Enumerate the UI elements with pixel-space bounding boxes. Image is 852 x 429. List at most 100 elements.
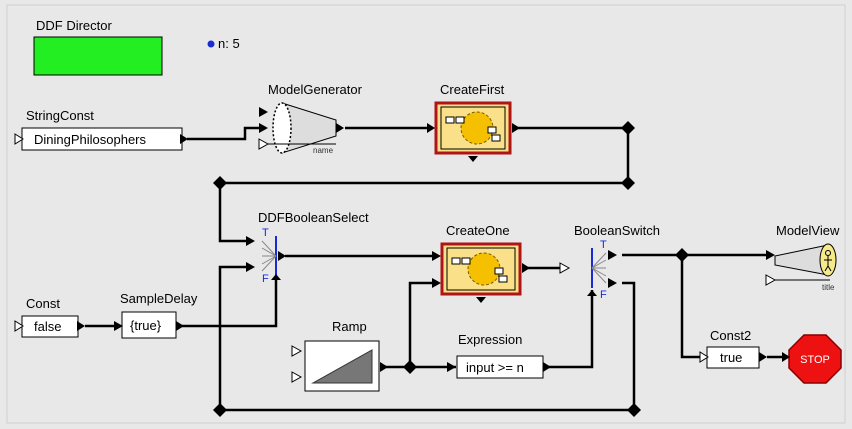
parameter-n[interactable]: n: 5 [218,36,240,51]
port-false-label: F [600,289,607,301]
actor-name: StringConst [26,108,94,123]
composite-icon [460,111,494,145]
output-port-icon [77,321,85,331]
composite-icon [498,275,508,283]
output-port-icon [176,321,184,331]
stop-label: STOP [800,354,830,366]
output-port-icon [543,362,551,372]
port-true-label: T [600,239,607,251]
relation-diamond[interactable] [213,176,227,190]
actor-modelgenerator[interactable]: ModelGenerator name [258,82,363,155]
input-port-icon [14,320,24,332]
composite-icon [445,116,455,124]
input-port-icon [766,250,775,260]
actor-name: ModelGenerator [268,82,363,97]
output-port-icon [759,352,767,362]
actor-createone[interactable]: CreateOne [432,223,530,303]
output-port-icon [180,134,188,144]
actor-stringconst[interactable]: StringConst DiningPhilosophers [14,108,188,151]
input-port-icon [699,351,709,363]
switch-line [591,259,607,269]
input-port-icon [432,278,441,288]
actor-name: Const2 [710,328,751,343]
input-port-icon [258,138,270,150]
actor-booleanswitch[interactable]: BooleanSwitch T F [559,223,660,301]
select-line [261,255,277,272]
stop-sign-icon[interactable] [788,334,842,384]
actor-name: Const [26,296,60,311]
input-port-icon [432,251,441,261]
parameter-bullet-icon [207,40,215,48]
composite-icon [491,134,501,142]
control-port-icon [271,274,281,280]
input-port-icon [782,352,790,362]
input-port-icon [447,362,456,372]
relation-diamond[interactable] [213,403,227,417]
actor-const[interactable]: Const false [14,296,85,338]
switch-line [591,267,607,277]
actor-name: Ramp [332,319,367,334]
wire-switch-false-loop [218,265,636,412]
relation-diamond[interactable] [627,403,641,417]
relation-diamond[interactable] [621,121,635,135]
output-port-icon [512,123,520,133]
input-port-icon [559,262,571,274]
switch-line [591,267,607,284]
output-port-icon [522,263,530,273]
relation-diamond[interactable] [675,248,689,262]
actor-name: BooleanSwitch [574,223,660,238]
input-port-icon [259,123,268,133]
input-port-icon [291,371,303,383]
director-icon[interactable] [33,36,163,76]
actor-name: DDFBooleanSelect [258,210,369,225]
actor-modelview[interactable]: ModelView title [765,223,840,292]
composite-icon [455,116,465,124]
actor-value: true [720,350,742,365]
composite-icon [451,257,461,265]
select-line [261,255,277,265]
bottom-port-icon [476,297,486,303]
actor-stop[interactable]: STOP [782,334,842,384]
cone-mouth-icon [272,102,292,154]
actor-value: input >= n [466,360,524,375]
composite-icon [461,257,471,265]
ramp-icon [311,349,373,384]
output-port-icon [608,278,617,288]
actor-createfirst[interactable]: CreateFirst [427,82,520,162]
actor-ramp[interactable]: Ramp [291,319,388,392]
select-line [261,240,277,257]
actor-ddfbooleanselect[interactable]: DDFBooleanSelect T F [246,210,369,285]
actor-sampledelay[interactable]: SampleDelay {true} [114,291,198,339]
switch-line [591,252,607,269]
actor-name: ModelView [776,223,840,238]
port-false-label: F [262,273,269,285]
actor-name: CreateOne [446,223,510,238]
input-port-icon [427,123,435,133]
output-port-icon [336,123,344,133]
wire-relation-const2 [680,255,707,359]
person-head-icon [825,250,831,256]
control-port-icon [587,290,597,296]
actor-expression[interactable]: Expression input >= n [447,332,551,379]
actor-name: CreateFirst [440,82,505,97]
actor-body[interactable] [121,311,177,339]
port-label: title [822,283,835,292]
actor-const2[interactable]: Const2 true [699,328,767,369]
composite-icon [487,126,497,134]
actor-value: DiningPhilosophers [34,132,147,147]
bottom-port-icon [468,156,478,162]
input-port-icon [765,274,777,286]
relation-diamond[interactable] [403,360,417,374]
relation-diamond[interactable] [621,176,635,190]
input-port-icon [14,133,24,145]
select-line [261,247,277,257]
input-port-icon [259,107,268,117]
port-true-label: T [262,227,269,239]
output-port-icon [608,250,617,260]
input-port-icon [114,321,123,331]
director-label: DDF Director [36,18,113,33]
wire-stringconst-modelgenerator [187,126,263,141]
port-label: name [313,146,334,155]
